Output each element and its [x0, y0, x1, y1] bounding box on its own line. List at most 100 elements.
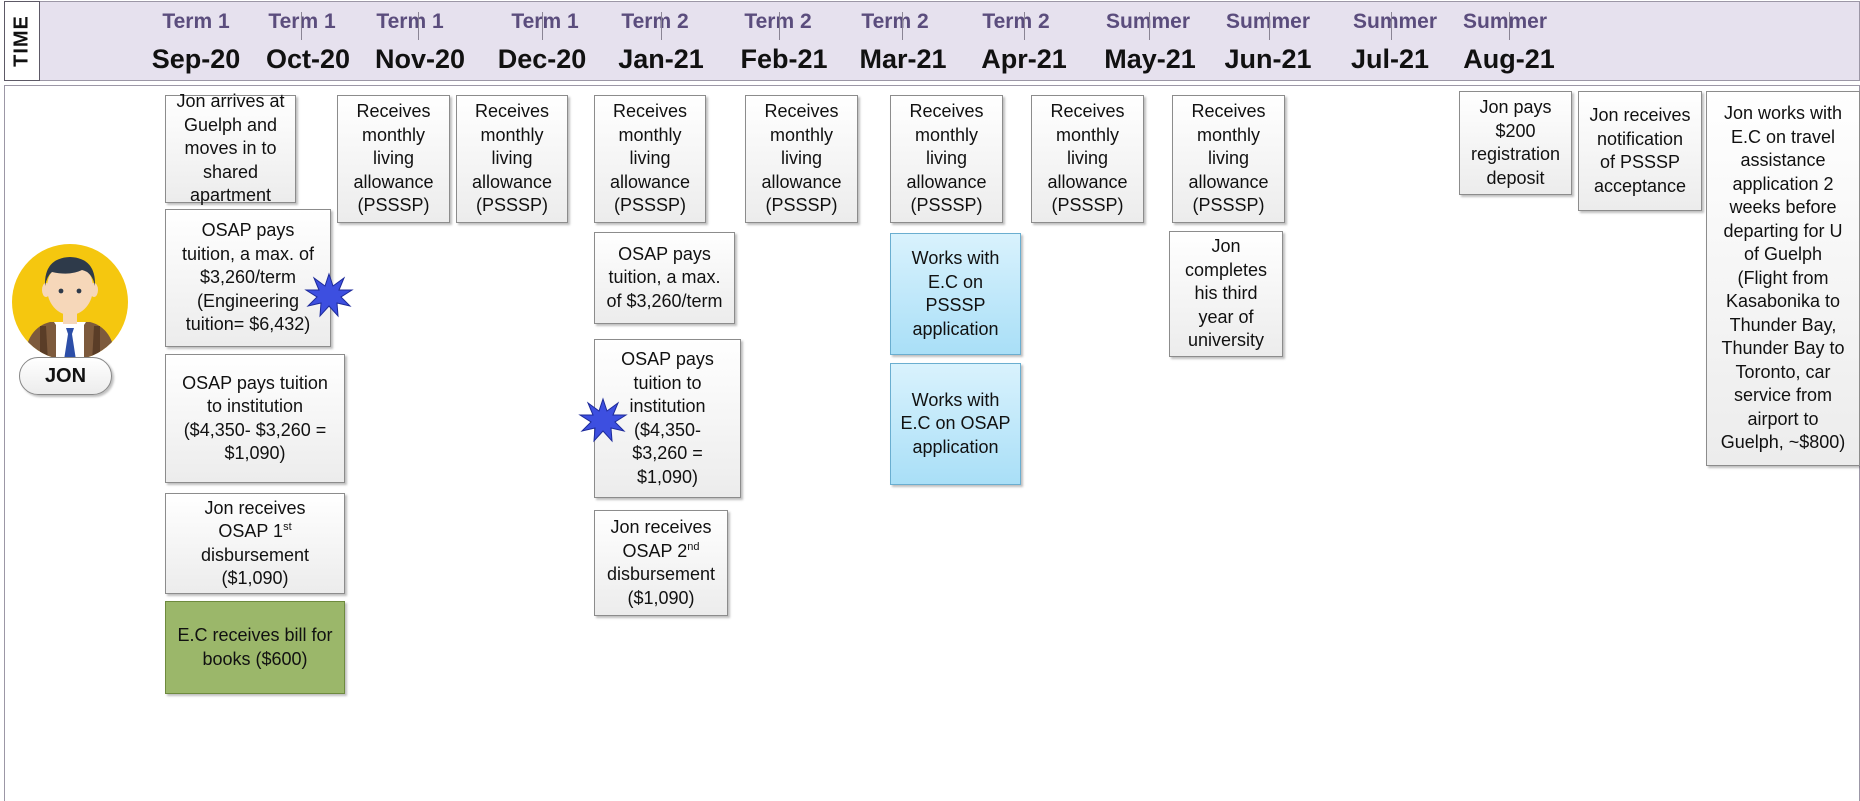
event-text: Receives: [909, 101, 984, 122]
event-text: monthly: [618, 124, 682, 145]
event-text: OSAP 2: [622, 540, 688, 561]
ordinal-suffix: st: [283, 521, 292, 533]
month-label: May-21: [1104, 44, 1196, 74]
event-text: living: [780, 148, 823, 169]
event-text: registration: [1470, 144, 1561, 164]
event-pssp-application: Works with E.C on PSSSP application: [890, 233, 1021, 355]
event-text: tuition= $6,432): [185, 314, 311, 335]
event-text: Guelph and: [183, 114, 278, 135]
event-text: institution: [629, 396, 706, 416]
term-label: Term 2: [982, 10, 1050, 33]
event-text: Receives: [1191, 101, 1266, 122]
event-text: (Engineering: [196, 290, 300, 311]
timeline-tick: [1509, 12, 1510, 40]
event-text: OSAP 1: [218, 521, 284, 541]
event-text: airport to: [1747, 408, 1819, 429]
event-text: assistance: [1740, 150, 1826, 171]
event-text: deposit: [1486, 167, 1545, 188]
event-text: $200: [1495, 120, 1536, 141]
event-allowance-apr: Receives monthly living allowance (PSSSP…: [1172, 95, 1285, 223]
event-text: living: [1207, 148, 1250, 169]
event-text: Thunder Bay to: [1721, 338, 1845, 359]
event-text: allowance: [1047, 171, 1128, 192]
event-text: ($1,090): [627, 587, 695, 608]
event-text: allowance: [761, 171, 842, 192]
event-text: Thunder Bay,: [1729, 314, 1837, 335]
event-text: OSAP pays: [621, 349, 714, 369]
event-text: year of: [1198, 306, 1254, 327]
event-arrives-guelph: Jon arrives at Guelph and moves in to sh…: [165, 91, 296, 205]
term-label: Summer: [1462, 10, 1548, 33]
event-text: monthly: [1055, 124, 1120, 145]
month-label: Feb-21: [740, 44, 828, 74]
event-osap-institution-sep: OSAP pays tuition to institution ($4,350…: [165, 354, 345, 483]
event-text: Guelph, ~$800): [1720, 432, 1846, 453]
event-text: Receives: [1050, 101, 1125, 122]
event-text: allowance: [609, 171, 691, 192]
event-osap-application: Works with E.C on OSAP application: [890, 363, 1021, 485]
timeline-tick: [542, 12, 543, 40]
event-allowance-oct: Receives monthly living allowance (PSSSP…: [337, 95, 450, 223]
event-text: living: [629, 148, 671, 169]
month-label: Sep-20: [151, 44, 241, 74]
event-text: $3,260/term: [199, 267, 297, 288]
event-text: living: [491, 148, 533, 169]
event-pssp-acceptance: Jon receives notification of PSSSP accep…: [1578, 91, 1702, 211]
event-travel-assistance: Jon works with E.C on travel assistance …: [1706, 91, 1860, 466]
timeline-tick: [661, 12, 662, 40]
timeline-tick: [301, 12, 302, 40]
term-label: Summer: [1352, 10, 1438, 33]
event-text: notification: [1596, 128, 1684, 149]
event-text: $1,090): [224, 443, 286, 463]
event-text: Receives: [764, 101, 839, 122]
event-text: Kasabonika to: [1725, 291, 1841, 312]
event-text: monthly: [361, 124, 426, 145]
term-label: Term 1: [511, 10, 579, 33]
timeline-tick: [1024, 12, 1025, 40]
month-label: Jun-21: [1224, 44, 1312, 74]
event-text: moves in to: [184, 138, 277, 159]
event-text: of PSSSP: [1599, 152, 1681, 172]
event-text: (PSSSP): [765, 195, 838, 216]
event-text: Jon pays: [1479, 97, 1552, 117]
month-label: Oct-20: [265, 44, 351, 74]
event-registration-deposit: Jon pays $200 registration deposit: [1459, 91, 1572, 195]
event-text: E.C on travel: [1730, 126, 1836, 147]
event-text: shared apartment: [189, 161, 272, 206]
event-text: to institution: [206, 396, 304, 416]
event-text: acceptance: [1593, 175, 1687, 196]
timeline-header: [4, 1, 1860, 81]
event-text: (PSSSP): [613, 195, 687, 216]
timeline-tick: [779, 12, 780, 40]
month-label: Dec-20: [497, 44, 587, 74]
event-text: monthly: [1196, 124, 1261, 145]
event-books-bill: E.C receives bill for books ($600): [165, 601, 345, 694]
event-text: E.C receives bill for: [177, 625, 333, 645]
term-label: Term 2: [744, 10, 812, 33]
event-text: (PSSSP): [1051, 195, 1124, 216]
term-label: Term 1: [268, 10, 336, 33]
event-osap-2nd-disbursement: Jon receives OSAP 2nd disbursement ($1,0…: [594, 510, 728, 616]
time-axis-label: TIME: [4, 1, 40, 81]
term-label: Term 2: [861, 10, 929, 33]
event-text: tuition, a max.: [608, 267, 721, 288]
event-text: university: [1187, 330, 1264, 351]
event-text: allowance: [353, 171, 434, 192]
event-text: living: [1066, 148, 1109, 169]
event-text: PSSSP: [925, 295, 986, 315]
event-text: disbursement: [200, 544, 310, 565]
event-text: of $3,260/term: [606, 290, 723, 311]
starburst-icon: [304, 272, 354, 318]
event-text: Jon receives: [204, 497, 306, 518]
event-text: Receives: [356, 101, 431, 122]
event-text: ($1,090): [221, 568, 289, 588]
event-text: monthly: [914, 124, 979, 145]
month-label: Nov-20: [374, 44, 466, 74]
event-text: Jon works with: [1723, 103, 1843, 124]
event-text: Works with: [911, 248, 1000, 268]
event-text: living: [925, 148, 968, 169]
event-text: E.C on: [927, 271, 984, 292]
month-label: Mar-21: [859, 44, 947, 74]
event-text: tuition to: [633, 372, 702, 393]
event-third-year-complete: Jon completes his third year of universi…: [1169, 231, 1283, 357]
